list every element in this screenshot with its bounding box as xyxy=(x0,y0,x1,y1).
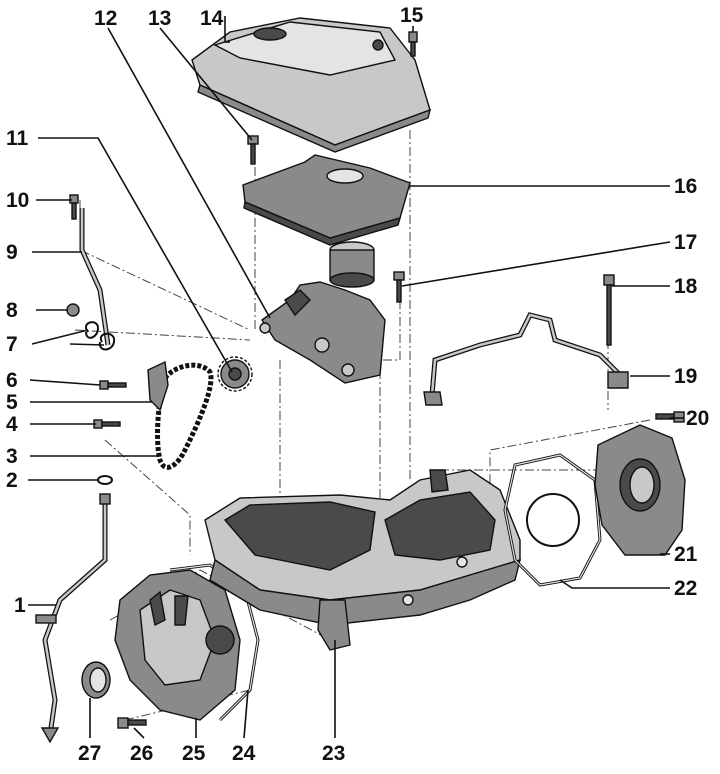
oil-suction-pipe xyxy=(423,312,629,406)
leader-lines xyxy=(28,16,684,739)
callout-27: 27 xyxy=(78,742,101,765)
seal-ring xyxy=(81,661,111,699)
oil-pump xyxy=(259,241,386,384)
front-gasket xyxy=(169,563,260,722)
rear-seal-flange xyxy=(594,424,686,556)
callout-26: 26 xyxy=(130,742,153,765)
callout-18: 18 xyxy=(674,275,698,298)
callout-12: 12 xyxy=(94,7,117,30)
tensioner-bolts xyxy=(93,380,127,429)
plug-and-clip xyxy=(66,303,116,351)
callout-22: 22 xyxy=(674,577,697,600)
callout-1: 1 xyxy=(14,594,26,617)
front-cover xyxy=(114,569,241,721)
callout-labels: 1 2 3 4 5 6 7 8 9 10 11 12 13 14 15 16 1… xyxy=(6,4,709,765)
callout-21: 21 xyxy=(674,543,698,566)
dipstick-tube xyxy=(35,493,111,744)
pan-bolt xyxy=(247,135,259,165)
callout-15: 15 xyxy=(400,4,424,27)
callout-13: 13 xyxy=(148,7,171,30)
callout-4: 4 xyxy=(6,413,18,436)
drive-chain xyxy=(155,362,214,470)
baffle-plate xyxy=(242,154,411,246)
callout-6: 6 xyxy=(6,369,18,392)
drain-screw xyxy=(408,31,418,57)
lower-oil-pan xyxy=(191,17,432,153)
long-bolt xyxy=(603,274,615,346)
callout-25: 25 xyxy=(182,742,206,765)
callout-3: 3 xyxy=(6,445,18,468)
callout-10: 10 xyxy=(6,189,29,212)
callout-8: 8 xyxy=(6,299,18,322)
pump-bolt xyxy=(393,271,405,303)
callout-14: 14 xyxy=(200,7,224,30)
callout-9: 9 xyxy=(6,241,18,264)
upper-oil-pan xyxy=(204,469,521,651)
callout-16: 16 xyxy=(674,175,697,198)
flange-bolt xyxy=(655,411,685,423)
oil-pump-sprocket xyxy=(217,356,253,392)
callout-7: 7 xyxy=(6,333,18,356)
callout-5: 5 xyxy=(6,391,18,414)
callout-19: 19 xyxy=(674,365,697,388)
rear-gasket xyxy=(503,453,602,587)
cover-bolt xyxy=(117,717,147,729)
callout-20: 20 xyxy=(686,407,709,430)
callout-24: 24 xyxy=(232,742,256,765)
callout-11: 11 xyxy=(6,127,29,150)
chain-tensioner xyxy=(147,360,169,412)
callout-23: 23 xyxy=(322,742,345,765)
o-ring xyxy=(97,475,113,485)
callout-17: 17 xyxy=(674,231,697,254)
callout-2: 2 xyxy=(6,469,18,492)
oil-return-pipe xyxy=(69,194,111,346)
